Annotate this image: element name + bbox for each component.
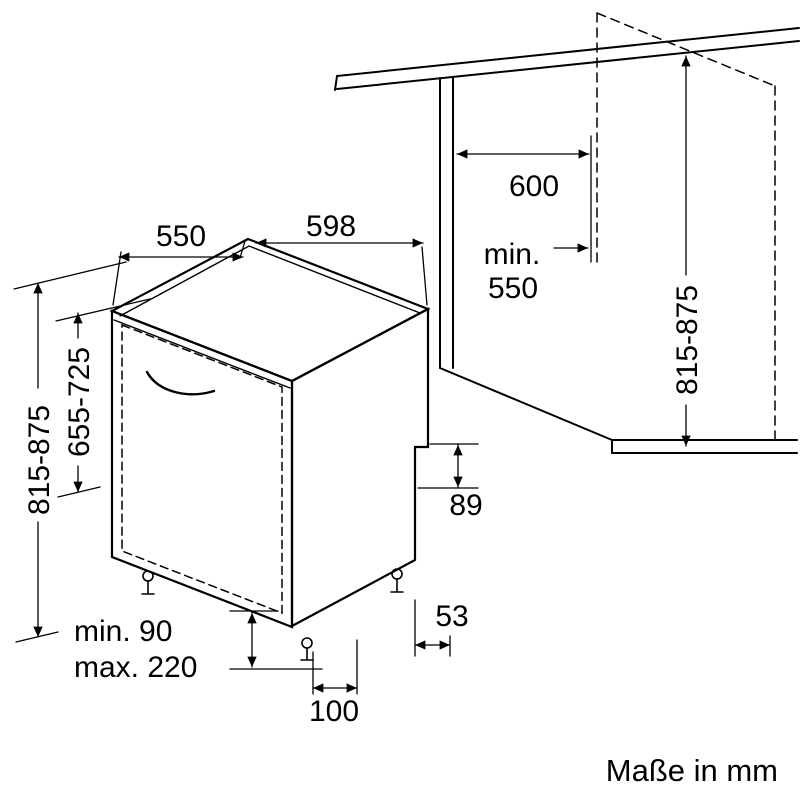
dim-door-height bbox=[55, 298, 151, 498]
dim-top-depth-label: 550 bbox=[156, 220, 206, 253]
dishwasher-door-face bbox=[110, 309, 294, 629]
dishwasher-side-panel bbox=[290, 307, 430, 628]
niche-side-wall bbox=[439, 76, 454, 369]
dishwasher-top-face bbox=[109, 237, 431, 383]
dim-plinth-min-label: min. 90 bbox=[74, 615, 172, 648]
adjustable-foot-front-right bbox=[300, 637, 314, 661]
dim-plinth-max-label: max. 220 bbox=[74, 651, 197, 684]
dim-door-height-label: 655-725 bbox=[63, 347, 96, 457]
dim-appliance-height bbox=[13, 261, 127, 643]
units-caption: Maße in mm bbox=[606, 753, 778, 788]
dim-front-width bbox=[255, 238, 428, 306]
dim-rear-foot-setback-label: 53 bbox=[435, 600, 468, 633]
door-top-edge bbox=[113, 319, 291, 389]
niche-dashed-outline bbox=[596, 12, 776, 441]
dishwasher-body bbox=[109, 237, 431, 629]
dim-rear-foot-setback bbox=[414, 599, 451, 657]
dim-appliance-height-label: 815-875 bbox=[23, 405, 56, 515]
dim-niche-depth-min-value: 550 bbox=[488, 272, 538, 305]
adjustable-foot-rear bbox=[390, 568, 404, 593]
dim-rear-base-height-label: 89 bbox=[449, 489, 482, 522]
countertop bbox=[334, 27, 800, 91]
niche-floor bbox=[439, 367, 798, 454]
furniture-door-dashed-outline bbox=[121, 323, 283, 615]
door-handle bbox=[145, 370, 216, 396]
dim-niche-height-label: 815-875 bbox=[671, 285, 704, 395]
dim-niche-depth-min-label: min. bbox=[484, 238, 541, 271]
dim-plinth-height bbox=[229, 610, 323, 670]
dim-niche-width bbox=[456, 135, 592, 263]
dim-toe-kick-depth-label: 100 bbox=[309, 695, 359, 728]
dim-toe-kick-depth bbox=[312, 639, 358, 695]
adjustable-foot-front-left bbox=[141, 570, 155, 595]
adjustable-feet bbox=[141, 568, 404, 661]
dimension-annotations bbox=[13, 55, 691, 695]
dim-niche-width-label: 600 bbox=[509, 170, 559, 203]
dishwasher-top-face-inner-edge bbox=[119, 245, 421, 317]
dim-front-width-label: 598 bbox=[306, 210, 356, 243]
dim-top-depth bbox=[112, 240, 246, 306]
dim-rear-base-height bbox=[417, 443, 479, 489]
